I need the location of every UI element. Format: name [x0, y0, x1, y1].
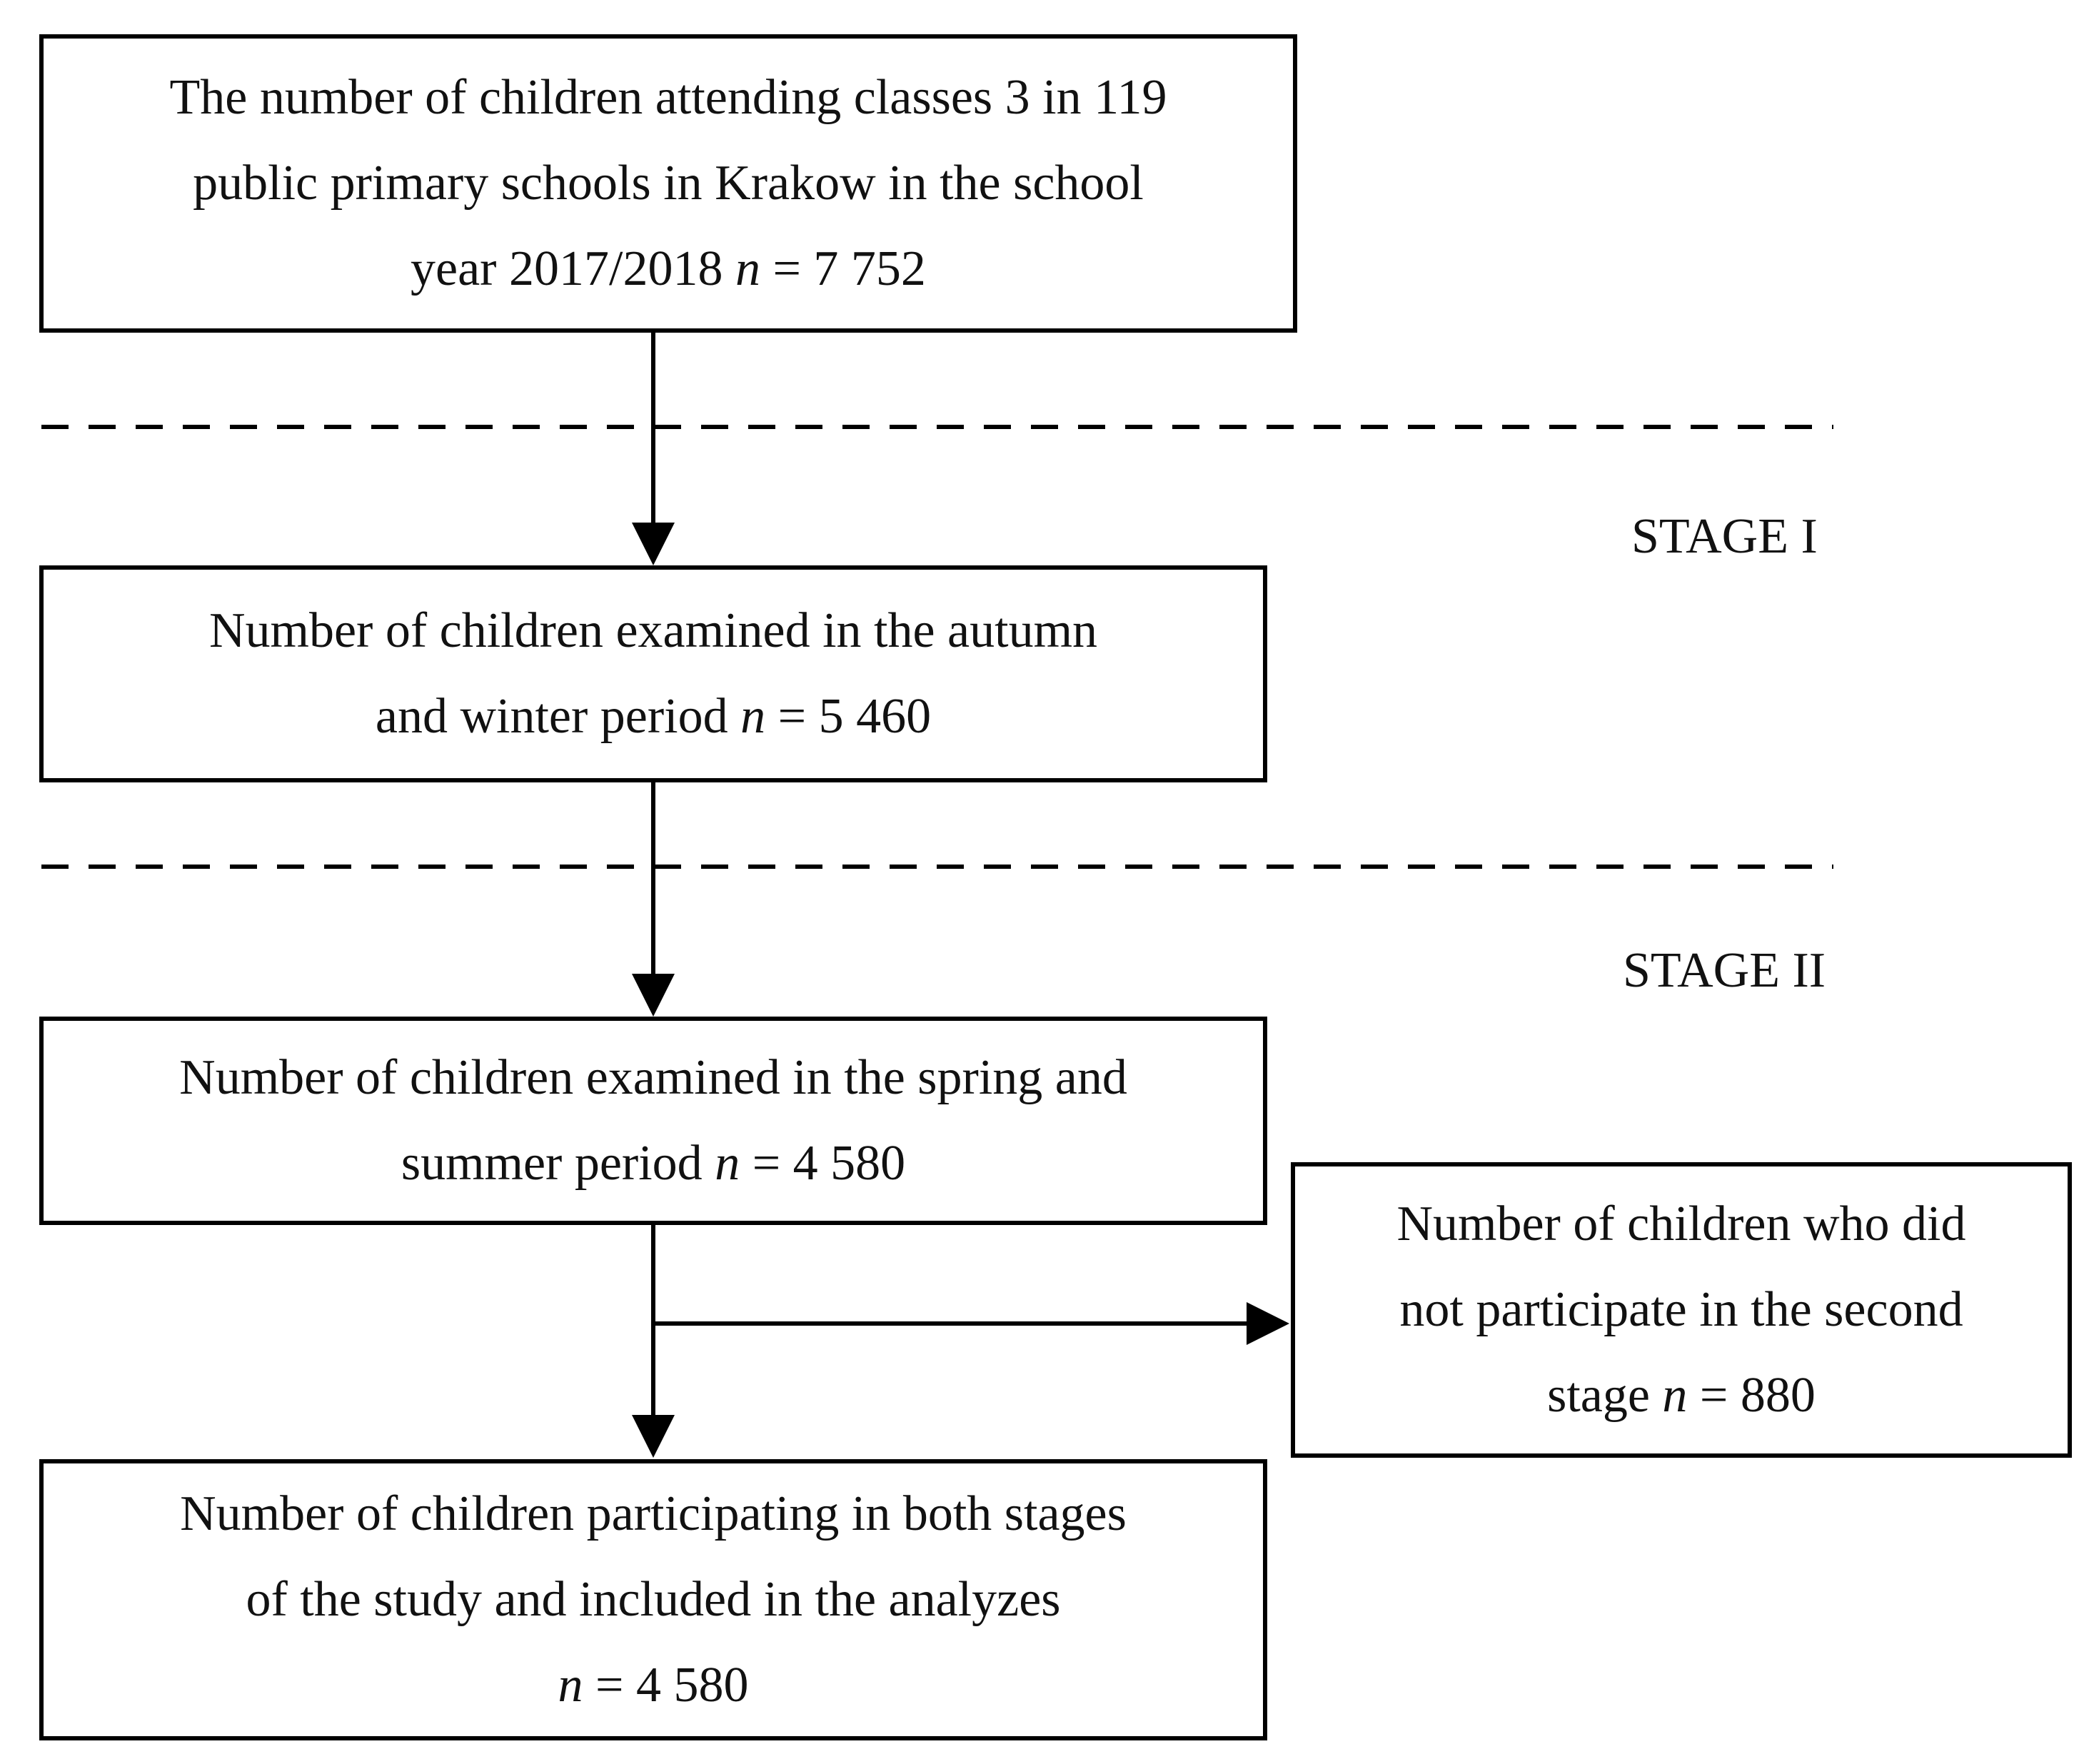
final-value: = 4 580 — [583, 1658, 749, 1713]
total-n-symbol: n — [735, 241, 760, 296]
total-line-2: public primary schools in Krakow in the … — [193, 156, 1144, 211]
final-n-symbol: n — [558, 1658, 583, 1713]
spring-line-1: Number of children examined in the sprin… — [179, 1050, 1127, 1105]
final-analysis-text: Number of children participating in both… — [180, 1471, 1127, 1728]
autumn-line-1: Number of children examined in the autum… — [208, 603, 1098, 658]
autumn-line-2: and winter period — [375, 689, 741, 744]
dropout-text: Number of children who did not participa… — [1396, 1181, 1965, 1438]
spring-summer-text: Number of children examined in the sprin… — [179, 1035, 1127, 1206]
dropout-box: Number of children who did not participa… — [1291, 1162, 2072, 1458]
spring-line-2: summer period — [401, 1136, 715, 1191]
stage-1-label: STAGE I — [1631, 509, 1818, 564]
spring-value: = 4 580 — [740, 1136, 906, 1191]
dropout-line-3: stage — [1547, 1368, 1663, 1423]
total-children-text: The number of children attending classes… — [169, 55, 1167, 312]
spring-n-symbol: n — [715, 1136, 740, 1191]
total-line-3: year 2017/2018 — [411, 241, 735, 296]
final-line-2: of the study and included in the analyze… — [246, 1572, 1061, 1627]
dropout-line-1: Number of children who did — [1396, 1196, 1966, 1251]
stage-2-label: STAGE II — [1623, 943, 1826, 998]
dropout-n-symbol: n — [1662, 1368, 1688, 1423]
autumn-n-symbol: n — [740, 689, 766, 744]
total-line-1: The number of children attending classes… — [169, 70, 1167, 125]
dropout-line-2: not participate in the second — [1399, 1282, 1963, 1337]
autumn-winter-text: Number of children examined in the autum… — [209, 588, 1097, 760]
autumn-winter-box: Number of children examined in the autum… — [39, 565, 1267, 782]
final-line-1: Number of children participating in both… — [180, 1486, 1127, 1541]
total-children-box: The number of children attending classes… — [39, 34, 1297, 333]
autumn-value: = 5 460 — [765, 689, 932, 744]
total-value: = 7 752 — [760, 241, 926, 296]
dropout-value: = 880 — [1687, 1368, 1816, 1423]
final-analysis-box: Number of children participating in both… — [39, 1459, 1267, 1740]
spring-summer-box: Number of children examined in the sprin… — [39, 1017, 1267, 1225]
